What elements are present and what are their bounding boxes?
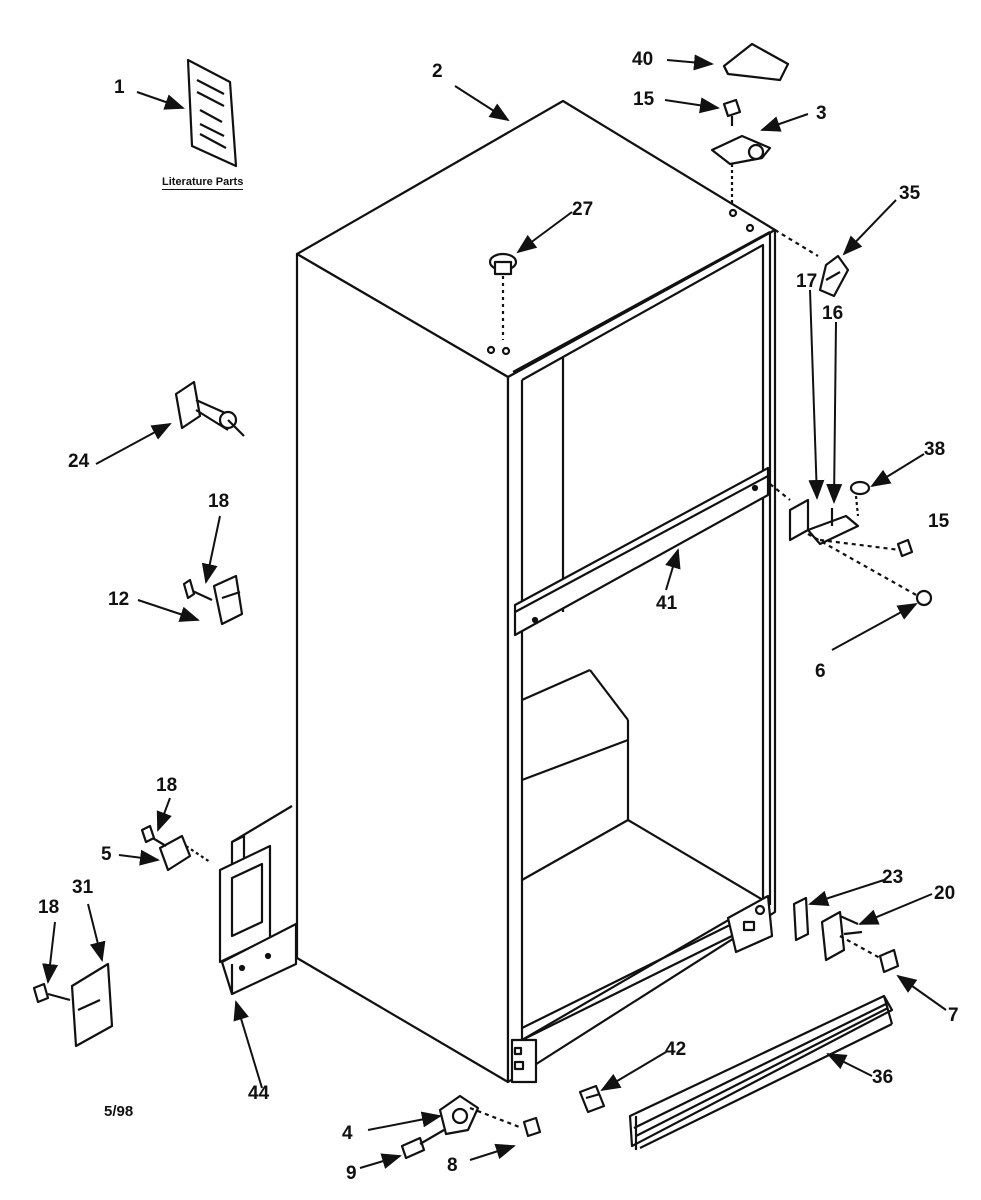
bottom-roller-assembly (400, 1094, 542, 1160)
callout-6: 6 (815, 661, 826, 682)
callout-3: 3 (816, 103, 827, 124)
hinge-cover-part-40 (722, 42, 790, 82)
callout-40: 40 (632, 49, 654, 70)
center-hinge-assembly (769, 480, 933, 607)
callout-8: 8 (447, 1155, 458, 1176)
callout-36: 36 (872, 1067, 894, 1088)
callout-15-right: 15 (928, 511, 950, 532)
callout-2: 2 (432, 61, 443, 82)
callout-24: 24 (68, 451, 90, 472)
clip-part-35 (774, 229, 850, 298)
callout-18-mid: 18 (156, 775, 178, 796)
plug-part-27 (488, 252, 518, 340)
left-bracket-part-44 (140, 805, 298, 996)
literature-booklet-icon (186, 58, 238, 168)
date-code: 5/98 (104, 1103, 134, 1120)
callout-12: 12 (108, 589, 130, 610)
callout-38: 38 (924, 439, 946, 460)
callout-1: 1 (114, 77, 125, 98)
callout-44: 44 (248, 1083, 270, 1104)
bracket-part-12 (182, 574, 244, 626)
callout-27: 27 (572, 199, 594, 220)
callout-20: 20 (934, 883, 956, 904)
callout-41: 41 (656, 593, 678, 614)
literature-parts-label: Literature Parts (162, 176, 244, 190)
callout-15: 15 (633, 89, 655, 110)
callout-5: 5 (101, 844, 112, 865)
clip-part-42 (578, 1084, 606, 1114)
callout-18: 18 (208, 491, 230, 512)
callout-17: 17 (796, 271, 818, 292)
callout-4: 4 (342, 1123, 353, 1144)
callout-31: 31 (72, 877, 94, 898)
callout-23: 23 (882, 867, 904, 888)
valve-part-24 (174, 380, 245, 437)
leader-arrows (42, 54, 947, 1169)
toe-grille-part-36 (628, 994, 894, 1150)
cover-part-31 (32, 962, 114, 1048)
callout-35: 35 (899, 183, 921, 204)
callout-42: 42 (665, 1039, 687, 1060)
top-hinge-part-3 (710, 98, 772, 204)
callout-16: 16 (822, 303, 844, 324)
callout-18-left: 18 (38, 897, 60, 918)
callout-7: 7 (948, 1005, 959, 1026)
cabinet (295, 99, 777, 1084)
callout-9: 9 (346, 1163, 357, 1184)
bottom-hinge-assembly (792, 896, 900, 974)
